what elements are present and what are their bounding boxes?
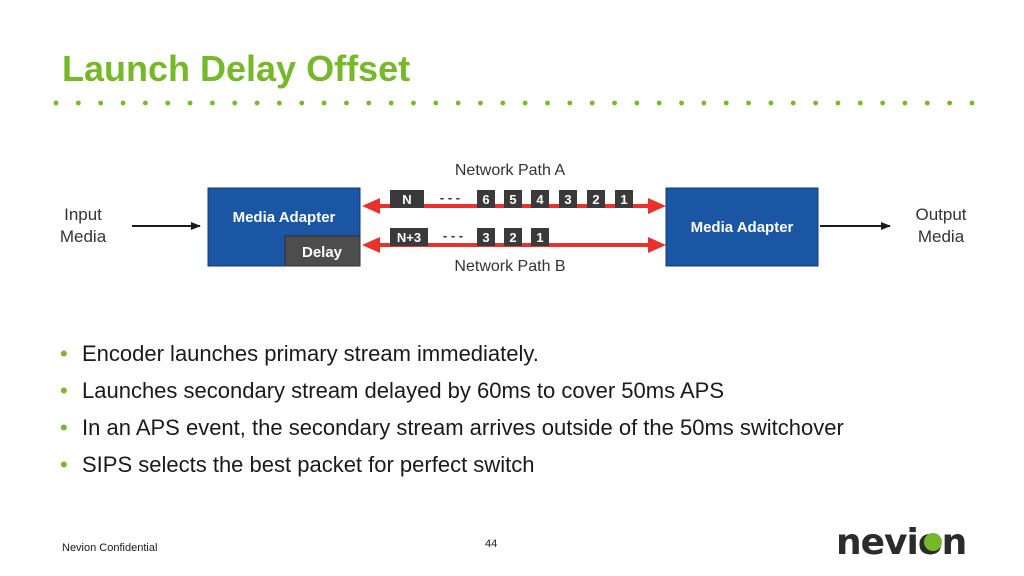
- bullet-dot-icon: •: [60, 452, 68, 477]
- divider-dot: [98, 100, 104, 106]
- svg-text:6: 6: [482, 192, 489, 207]
- svg-text:N+3: N+3: [397, 230, 421, 245]
- divider-dot: [366, 100, 372, 106]
- divider-dot: [679, 100, 684, 106]
- divider-dot: [75, 100, 81, 106]
- output-media-label: Output: [915, 205, 966, 224]
- delay-box: [284, 235, 361, 267]
- divider-dot: [142, 100, 148, 106]
- divider-dot: [254, 100, 260, 106]
- logo-green-dot: [924, 533, 942, 551]
- divider-dot: [344, 100, 349, 106]
- bullet-dot-icon: •: [60, 378, 68, 403]
- right-adapter-label: Media Adapter: [691, 219, 794, 236]
- svg-text:N: N: [402, 192, 411, 207]
- divider-dot: [567, 100, 573, 106]
- divider-dot: [411, 100, 416, 106]
- nevion-logo: nevion: [836, 522, 967, 560]
- divider-dot: [433, 100, 439, 106]
- bullet-item: •In an APS event, the secondary stream a…: [60, 412, 920, 443]
- svg-text:1: 1: [536, 230, 543, 245]
- svg-text:4: 4: [536, 192, 544, 207]
- slide-title: Launch Delay Offset: [62, 48, 411, 89]
- packet-2: 2: [587, 190, 605, 208]
- divider-dot: [857, 100, 863, 106]
- bullet-dot-icon: •: [60, 415, 68, 440]
- divider-dot: [232, 100, 238, 106]
- divider-dot: [589, 100, 595, 106]
- divider-dot: [701, 100, 707, 106]
- divider-dot: [790, 100, 796, 106]
- svg-text:2: 2: [592, 192, 599, 207]
- packet-ellipsis-b: - - -: [443, 228, 463, 243]
- bullet-item: •Encoder launches primary stream immedia…: [60, 338, 920, 369]
- svg-text:2: 2: [509, 230, 516, 245]
- divider-dot: [768, 100, 774, 106]
- input-media-label: Input: [64, 205, 102, 224]
- divider-dot: [299, 100, 305, 106]
- network-diagram: Input Media Media Adapter Delay Network …: [60, 162, 967, 275]
- divider-dot: [209, 100, 215, 106]
- right-media-adapter: [665, 187, 819, 267]
- path-a-label: Network Path A: [455, 162, 566, 179]
- divider-dot: [545, 100, 550, 106]
- divider-dot: [187, 100, 193, 106]
- footer-confidential: Nevion Confidential: [62, 542, 158, 554]
- divider-dot: [478, 100, 483, 106]
- packet-6: 6: [477, 190, 495, 208]
- path-a-packets: N - - - 6 5 4 3 2 1: [390, 190, 633, 208]
- dotted-divider: [53, 100, 975, 106]
- divider-dot: [880, 100, 886, 106]
- divider-dot: [455, 100, 461, 106]
- bullet-list: •Encoder launches primary stream immedia…: [60, 338, 920, 486]
- packet-b-3: 3: [477, 228, 495, 246]
- divider-dot: [723, 100, 729, 106]
- packet-4: 4: [531, 190, 549, 208]
- divider-dot: [120, 100, 126, 106]
- svg-text:5: 5: [509, 192, 516, 207]
- divider-dot: [53, 100, 59, 106]
- left-adapter-label: Media Adapter: [233, 209, 336, 226]
- packet-n-plus-3: N+3: [390, 228, 428, 246]
- packet-b-2: 2: [504, 228, 522, 246]
- delay-label: Delay: [302, 244, 343, 261]
- divider-dot: [656, 100, 662, 106]
- divider-dot: [500, 100, 506, 106]
- bullet-dot-icon: •: [60, 341, 68, 366]
- svg-text:nevion: nevion: [836, 522, 966, 560]
- divider-dot: [165, 100, 171, 106]
- divider-dot: [835, 100, 841, 106]
- divider-dot: [902, 100, 908, 106]
- packet-ellipsis-a: - - -: [440, 190, 460, 205]
- divider-dot: [612, 100, 617, 106]
- path-b-label: Network Path B: [454, 258, 565, 275]
- divider-dot: [813, 100, 819, 106]
- divider-dot: [388, 100, 394, 106]
- packet-b-1: 1: [531, 228, 549, 246]
- svg-text:3: 3: [482, 230, 489, 245]
- bullet-item: •SIPS selects the best packet for perfec…: [60, 449, 920, 480]
- divider-dot: [746, 100, 751, 106]
- path-b-packets: N+3 - - - 3 2 1: [390, 228, 549, 246]
- divider-dot: [969, 100, 975, 106]
- svg-text:1: 1: [620, 192, 627, 207]
- bullet-item: •Launches secondary stream delayed by 60…: [60, 375, 920, 406]
- packet-3: 3: [559, 190, 577, 208]
- svg-text:3: 3: [564, 192, 571, 207]
- divider-dot: [321, 100, 327, 106]
- divider-dot: [924, 100, 930, 106]
- packet-n: N: [390, 190, 424, 208]
- output-media-label-2: Media: [918, 227, 965, 246]
- input-media-label-2: Media: [60, 227, 107, 246]
- divider-dot: [277, 100, 282, 106]
- packet-5: 5: [504, 190, 522, 208]
- packet-1: 1: [615, 190, 633, 208]
- page-number: 44: [485, 538, 498, 550]
- divider-dot: [522, 100, 528, 106]
- divider-dot: [634, 100, 640, 106]
- divider-dot: [947, 100, 953, 106]
